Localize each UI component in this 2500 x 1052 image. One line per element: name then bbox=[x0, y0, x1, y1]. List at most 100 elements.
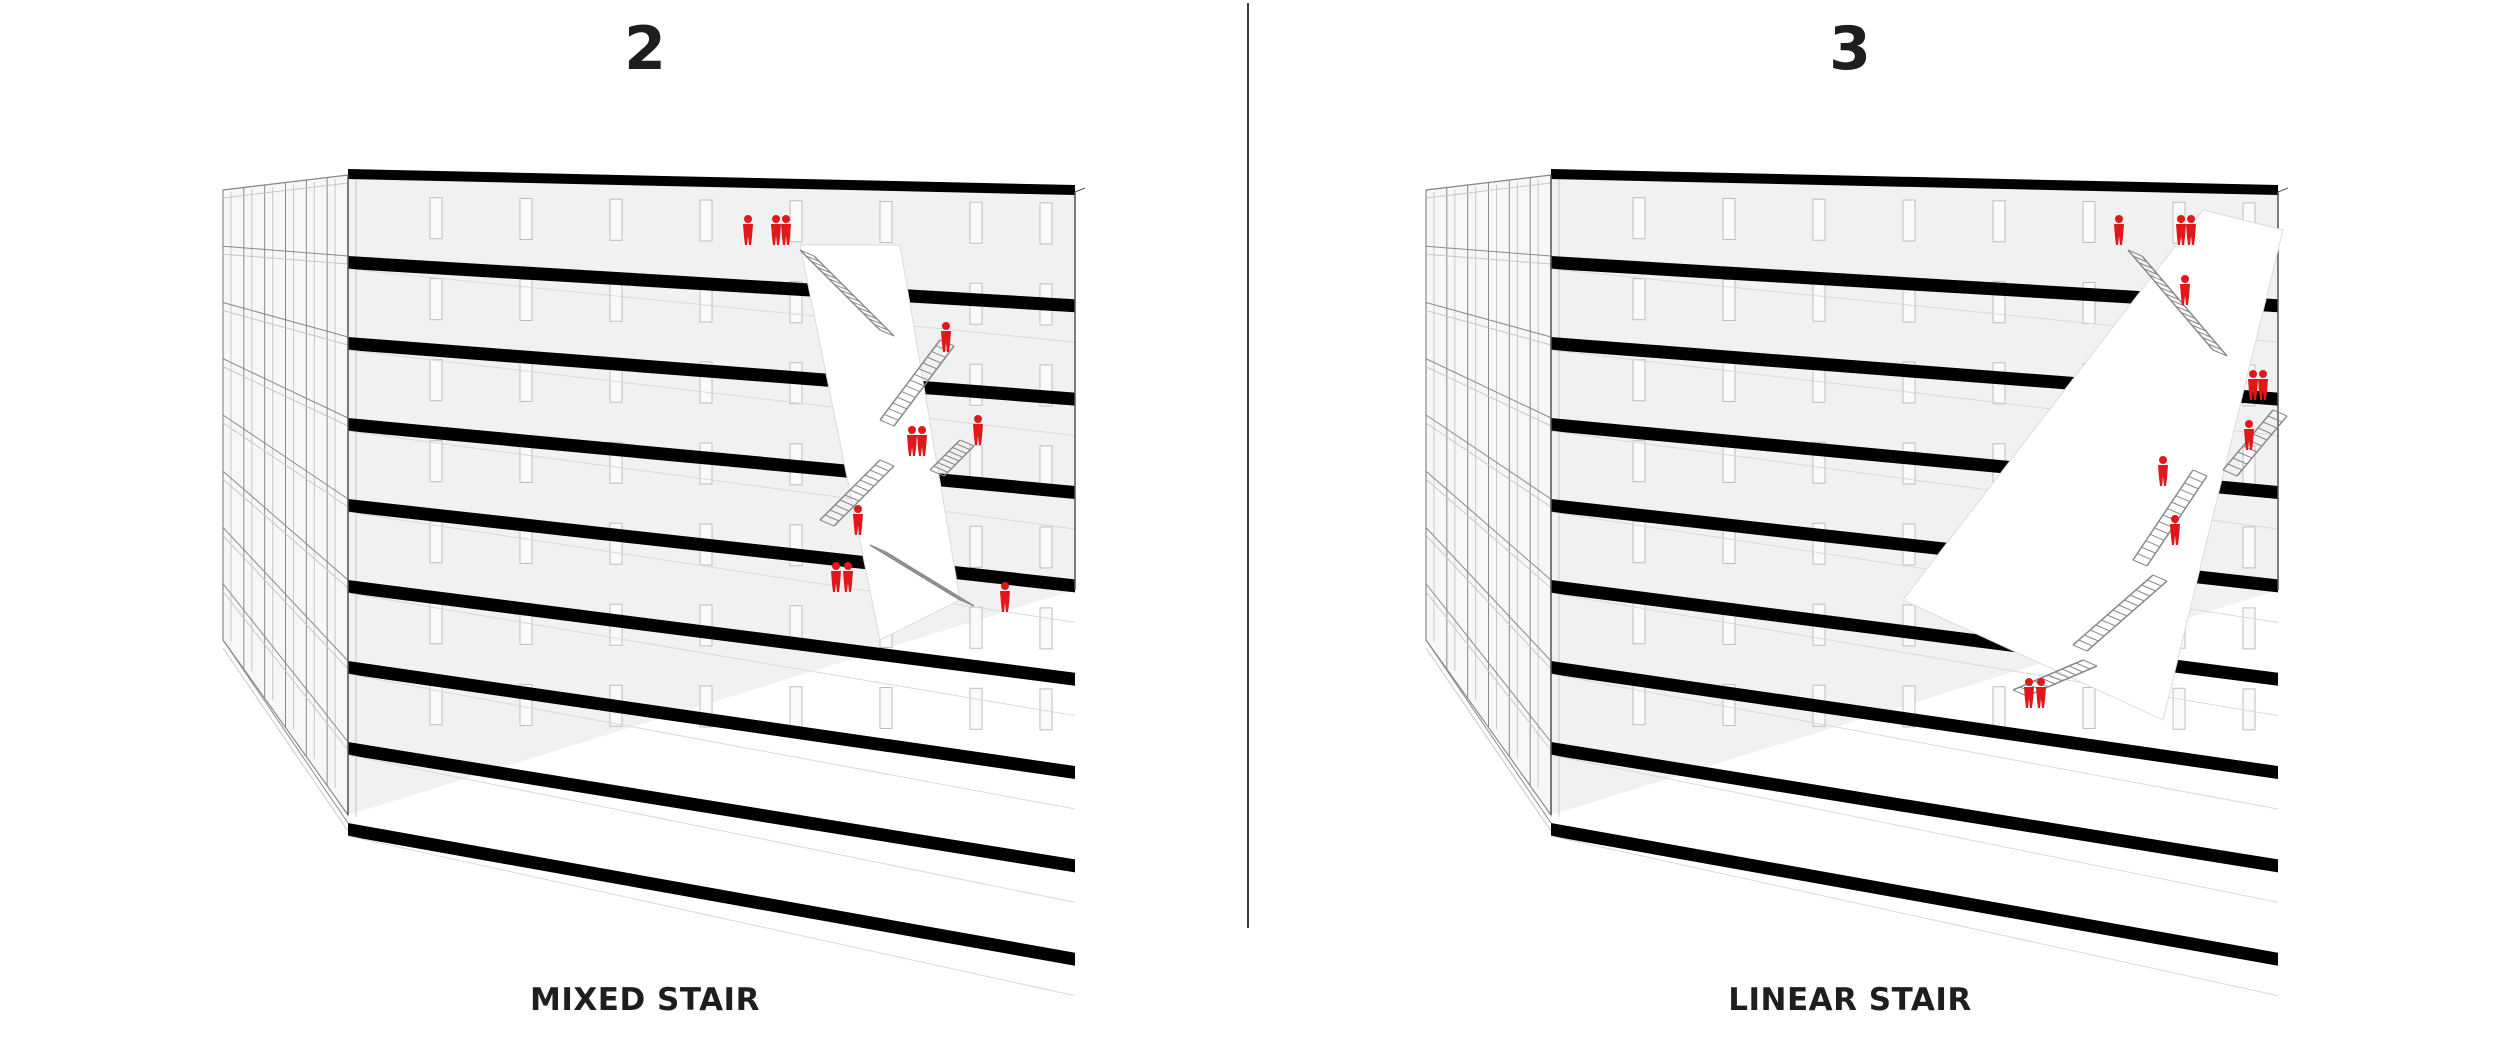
stair-tread bbox=[2133, 255, 2148, 263]
side-floor-line bbox=[222, 253, 349, 265]
stair-tread bbox=[2191, 324, 2206, 332]
stair-tread bbox=[2252, 433, 2268, 441]
interior-column bbox=[1812, 279, 1826, 322]
interior-column bbox=[1992, 686, 2006, 729]
diagram-2-caption: MIXED STAIR bbox=[530, 982, 760, 1018]
floor-slab-edge bbox=[1551, 823, 2278, 966]
interior-column bbox=[2242, 607, 2256, 650]
stair-tread bbox=[834, 504, 850, 512]
person-head bbox=[2025, 678, 2033, 686]
stair-tread bbox=[2143, 268, 2159, 276]
stair-tread bbox=[2196, 330, 2212, 338]
person-head bbox=[2037, 678, 2045, 686]
stair-tread bbox=[2188, 475, 2203, 483]
floor-slab-surface bbox=[347, 673, 1076, 810]
floor-slab-edge bbox=[1551, 742, 2278, 873]
person-body bbox=[2176, 224, 2186, 245]
stair-tread bbox=[799, 249, 815, 257]
stair-tread bbox=[2149, 533, 2165, 541]
stair-tread bbox=[884, 413, 899, 421]
stair-tread bbox=[2232, 457, 2248, 465]
stair-tread bbox=[862, 312, 878, 320]
floor-slab-surface bbox=[347, 592, 1076, 717]
side-floor-line bbox=[222, 647, 349, 832]
person-head bbox=[918, 426, 926, 434]
stair-tread bbox=[2054, 671, 2070, 679]
stair-tread bbox=[2262, 421, 2278, 429]
floor-slab-surface bbox=[347, 430, 1076, 530]
side-floor-line bbox=[1425, 174, 1552, 191]
person-head bbox=[2159, 456, 2167, 464]
stair-tread bbox=[876, 548, 891, 556]
stair-tread bbox=[879, 459, 895, 467]
interior-back bbox=[1551, 175, 2278, 815]
side-floor-line bbox=[1425, 310, 1552, 346]
side-floor-line bbox=[1425, 583, 1552, 743]
interior-column bbox=[969, 201, 983, 244]
side-floor-line bbox=[222, 245, 349, 257]
stair-tread bbox=[822, 272, 838, 280]
side-floor-line bbox=[222, 174, 349, 191]
person-body bbox=[843, 571, 853, 592]
interior-column bbox=[1039, 526, 1053, 569]
floor-slab-surface bbox=[347, 349, 1076, 437]
interior-column bbox=[699, 199, 713, 242]
side-floor-line bbox=[222, 414, 349, 500]
person-body bbox=[2036, 687, 2046, 708]
floor-slab-surface bbox=[347, 268, 1076, 343]
stair-tread bbox=[2212, 349, 2228, 357]
side-floor-line bbox=[1425, 639, 1552, 824]
stair-tread bbox=[892, 402, 908, 410]
stair-tread bbox=[895, 560, 910, 568]
stair-tread bbox=[2047, 674, 2063, 682]
stair-tread bbox=[828, 278, 843, 286]
floor-slab-surface bbox=[347, 754, 1076, 903]
side-floor-line bbox=[222, 366, 349, 427]
interior-column bbox=[609, 279, 623, 322]
interior-column bbox=[1632, 359, 1646, 402]
person-body bbox=[853, 514, 863, 535]
side-floor-line bbox=[222, 535, 349, 670]
stair-tread bbox=[869, 544, 885, 552]
person-body bbox=[2024, 687, 2034, 708]
stair-tread bbox=[2145, 540, 2161, 548]
stair-tread bbox=[874, 323, 889, 331]
interior-column bbox=[1039, 688, 1053, 731]
person-head bbox=[2181, 275, 2189, 283]
stair-tread bbox=[816, 266, 832, 274]
stair-tread bbox=[805, 255, 820, 263]
stair-tread bbox=[811, 260, 826, 268]
side-floor-line bbox=[1425, 527, 1552, 662]
stair-tread bbox=[931, 350, 946, 358]
floor-slab-edge bbox=[348, 661, 1075, 780]
side-floor-line bbox=[1425, 478, 1552, 589]
stair-tread bbox=[2147, 579, 2162, 587]
person-head bbox=[2187, 215, 2195, 223]
person-head bbox=[744, 215, 752, 223]
person-head bbox=[2249, 370, 2257, 378]
floor-slab-edge bbox=[1551, 256, 2278, 313]
side-floor-line bbox=[222, 639, 349, 824]
stair-tread bbox=[959, 439, 975, 447]
stair-tread bbox=[927, 579, 943, 587]
person-body bbox=[2248, 379, 2258, 400]
stair-tread bbox=[2137, 553, 2152, 561]
stair-tread bbox=[2078, 639, 2093, 647]
interior-column bbox=[789, 686, 803, 729]
stair-tread bbox=[869, 469, 885, 477]
floor-slab-surface bbox=[1550, 673, 2279, 810]
person-head bbox=[832, 562, 840, 570]
interior-column bbox=[2172, 687, 2186, 730]
stair-tread bbox=[914, 373, 929, 381]
person-head bbox=[2245, 420, 2253, 428]
person-head bbox=[2171, 515, 2179, 523]
interior-column bbox=[429, 440, 443, 483]
stair-tread bbox=[2154, 527, 2169, 535]
interior-column bbox=[1632, 278, 1646, 321]
interior-column bbox=[429, 197, 443, 240]
stair-tread bbox=[2135, 589, 2151, 597]
stair-tread bbox=[2175, 495, 2191, 503]
stair-tread bbox=[844, 494, 860, 502]
stair-tread bbox=[882, 552, 898, 560]
stair-tread bbox=[2082, 659, 2098, 667]
